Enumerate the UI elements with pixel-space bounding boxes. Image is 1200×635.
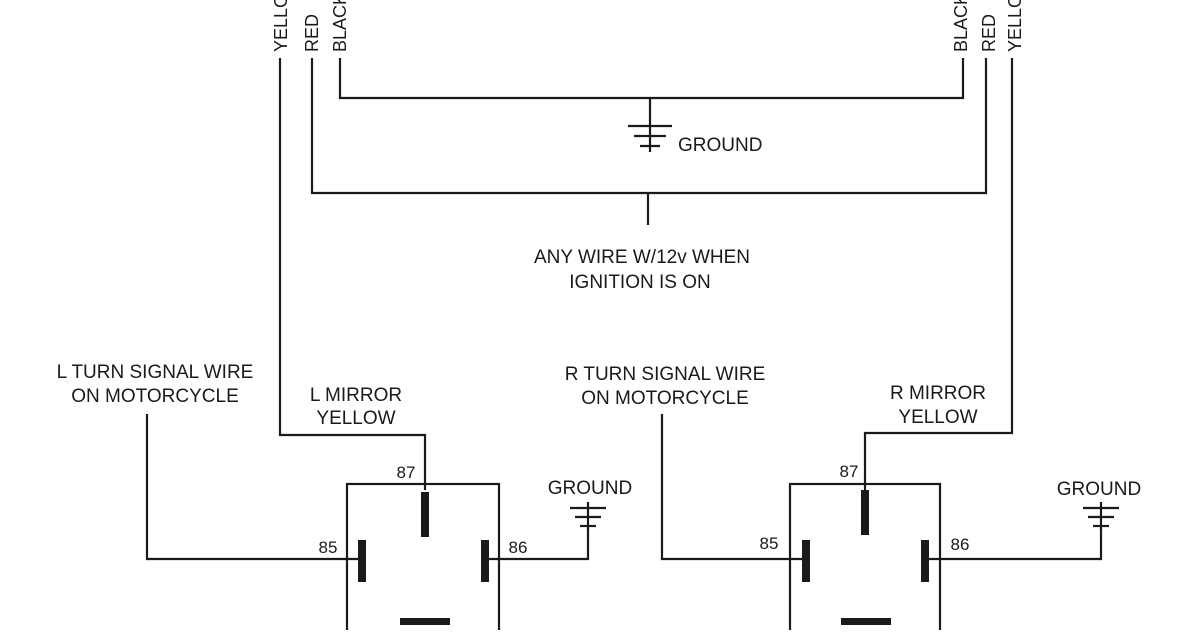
left-mirror-label-line1: L MIRROR	[310, 385, 402, 406]
left-pin86-ground-wire	[485, 528, 590, 561]
left-ground-label: GROUND	[548, 478, 632, 499]
right-mirror-label-line2: YELLOW	[898, 407, 977, 428]
right-pin86-ground-wire	[928, 528, 1103, 561]
right-wire-labels: BLACK RED YELLOW	[951, 0, 1025, 52]
right-mirror-label-line1: R MIRROR	[890, 383, 986, 404]
left-turn-signal-label-line1: L TURN SIGNAL WIRE	[57, 362, 254, 383]
left-relay-pin-87-label: 87	[397, 463, 416, 482]
left-relay: 87 85 86	[319, 463, 528, 635]
right-relay-body	[788, 482, 942, 635]
left-relay-pin-86-label: 86	[509, 538, 528, 557]
right-relay-terminal-86	[921, 540, 929, 582]
ignition-label-line1: ANY WIRE W/12v WHEN	[534, 247, 750, 268]
left-relay-pin-85-label: 85	[319, 538, 338, 557]
right-relay-pin-85-label: 85	[760, 534, 779, 553]
right-turn-signal-label-line1: R TURN SIGNAL WIRE	[565, 364, 766, 385]
right-turn-signal-wire	[660, 414, 806, 561]
left-turn-signal-wire	[145, 414, 362, 561]
black-wire-bus	[338, 58, 965, 100]
left-ground-symbol	[570, 502, 606, 530]
left-turn-signal-label-line2: ON MOTORCYCLE	[71, 386, 239, 407]
right-relay-pin-87-label: 87	[840, 462, 859, 481]
right-relay-pin-86-label: 86	[951, 535, 970, 554]
right-relay-terminal-87	[861, 490, 869, 535]
right-relay: 87 85 86	[760, 462, 970, 635]
right-turn-signal-label-line2: ON MOTORCYCLE	[581, 388, 749, 409]
left-mirror-label-line2: YELLOW	[316, 408, 395, 429]
right-yellow-wire-label: YELLOW	[1005, 0, 1025, 52]
left-relay-body	[345, 482, 501, 635]
left-relay-terminal-85	[358, 540, 366, 582]
left-red-wire-label: RED	[302, 14, 322, 52]
left-wire-labels: YELLOW RED BLACK	[271, 0, 350, 52]
left-relay-terminal-86	[481, 540, 489, 582]
ignition-label-line2: IGNITION IS ON	[569, 272, 710, 293]
right-ground-symbol	[1083, 502, 1119, 530]
left-black-wire-label: BLACK	[330, 0, 350, 52]
right-circuit: R TURN SIGNAL WIRE ON MOTORCYCLE R MIRRO…	[565, 364, 1141, 635]
right-relay-terminal-85	[802, 540, 810, 582]
right-black-wire-label: BLACK	[951, 0, 971, 52]
center-ground-label: GROUND	[678, 135, 762, 156]
left-circuit: L TURN SIGNAL WIRE ON MOTORCYCLE L MIRRO…	[57, 362, 632, 635]
left-yellow-wire-label: YELLOW	[271, 0, 291, 52]
left-relay-terminal-87	[421, 492, 429, 537]
left-yellow-wire	[278, 58, 427, 490]
center-ground-symbol	[628, 124, 672, 152]
right-yellow-wire	[863, 58, 1014, 490]
right-ground-label: GROUND	[1057, 479, 1141, 500]
left-relay-terminal-30	[400, 618, 450, 625]
right-red-wire-label: RED	[979, 14, 999, 52]
right-relay-terminal-30	[841, 618, 891, 625]
